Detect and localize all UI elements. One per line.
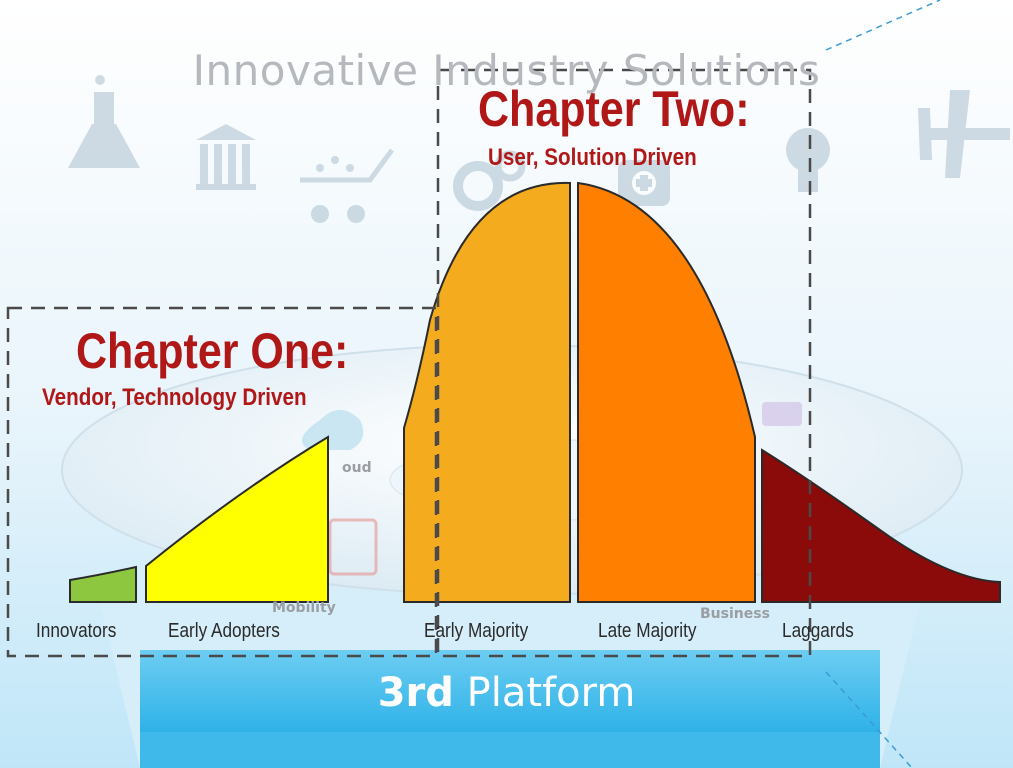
label-early-adopters: Early Adopters [168, 620, 280, 642]
label-early-majority: Early Majority [424, 620, 529, 642]
medical-icon [618, 160, 670, 206]
mobility-tile [328, 518, 378, 576]
platform-title: 3rd Platform [0, 670, 1013, 716]
airplane-icon [918, 90, 1010, 178]
flask-icon [68, 75, 140, 168]
segment-laggards [761, 448, 1001, 603]
chapter-two-title: Chapter Two: [478, 81, 750, 137]
platform-number: 3rd [377, 670, 454, 716]
mobility-label: Mobility [272, 600, 336, 616]
chapter-two-box [436, 68, 812, 658]
segment-late-majority [577, 181, 756, 603]
platform-base [90, 560, 930, 768]
pointer-line-top [825, 0, 941, 51]
diffusion-curve [69, 181, 1001, 603]
cart-icon [300, 148, 395, 223]
cloud-shape [302, 410, 364, 450]
label-innovators: Innovators [36, 620, 117, 642]
business-tile [762, 402, 802, 426]
chapter-one-title: Chapter One: [76, 323, 349, 379]
chapter-one-subtitle: Vendor, Technology Driven [42, 384, 307, 411]
business-label: Business [700, 606, 770, 622]
segment-early-majority [403, 181, 571, 603]
platform-word: Platform [466, 670, 636, 716]
chapter-two-subtitle: User, Solution Driven [488, 144, 697, 171]
lightbulb-icon [786, 128, 830, 192]
bank-icon [196, 124, 256, 190]
industry-icons [68, 75, 1010, 223]
label-late-majority: Late Majority [598, 620, 697, 642]
label-laggards: Laggards [782, 620, 854, 642]
chapter-one-box [6, 306, 438, 658]
gears-icon [453, 150, 526, 211]
segment-early-adopters [145, 435, 329, 603]
cloud-label: oud [342, 460, 372, 476]
header-title: Innovative Industry Solutions [192, 46, 821, 95]
segment-innovators [69, 565, 137, 603]
